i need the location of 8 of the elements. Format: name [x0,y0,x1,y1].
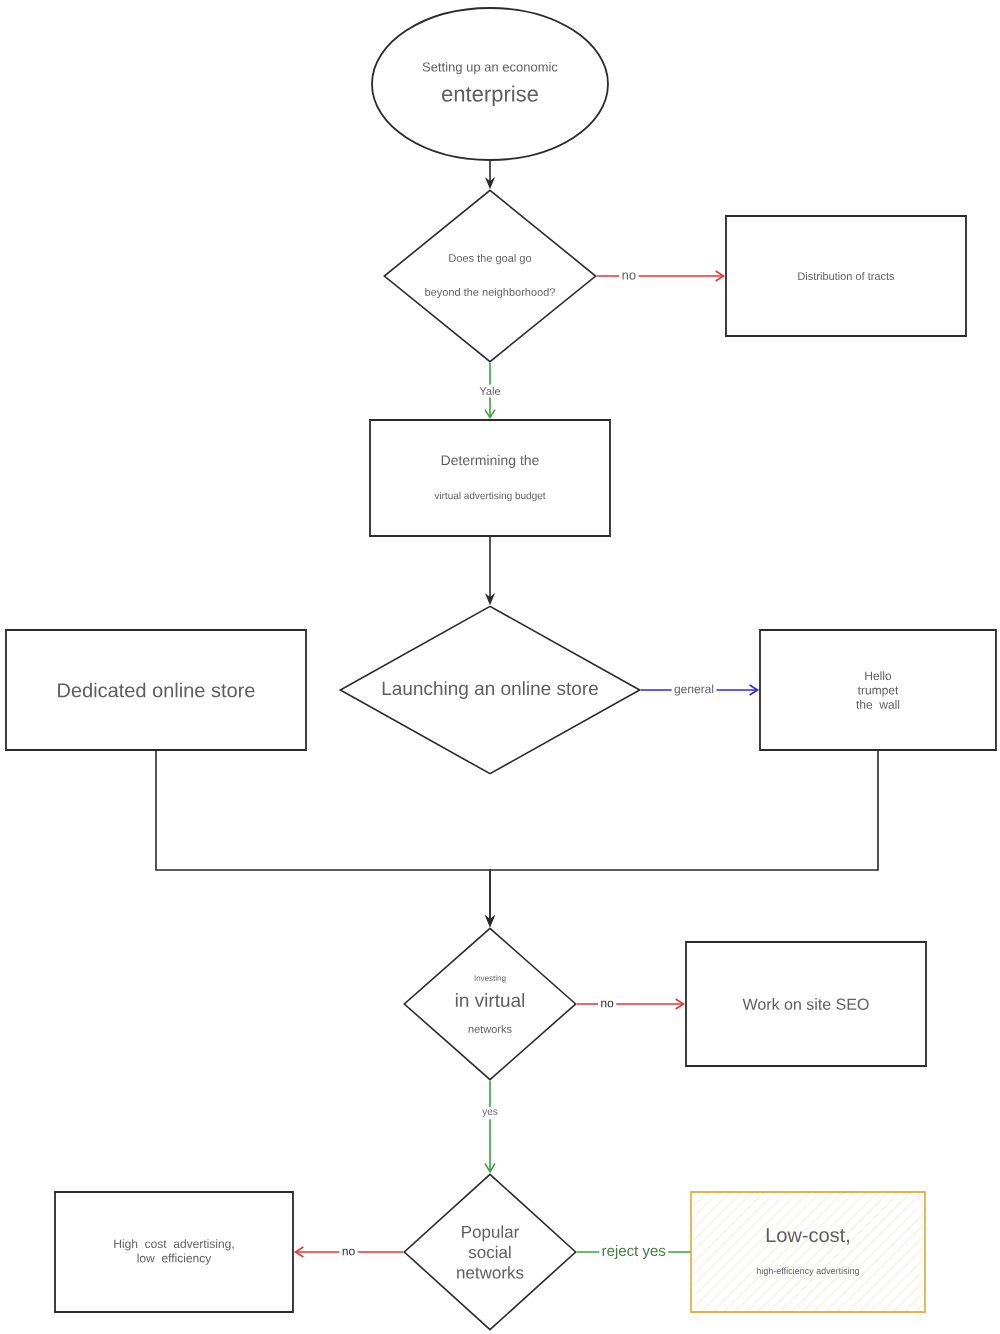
arrow [640,684,760,696]
arrow [596,270,726,282]
arrow [576,998,686,1010]
arrow [484,362,496,420]
process-box: Work on site SEO [685,941,927,1067]
arrow [293,1246,404,1258]
arrow [484,1080,496,1174]
process-box: Dedicated online store [5,629,307,751]
